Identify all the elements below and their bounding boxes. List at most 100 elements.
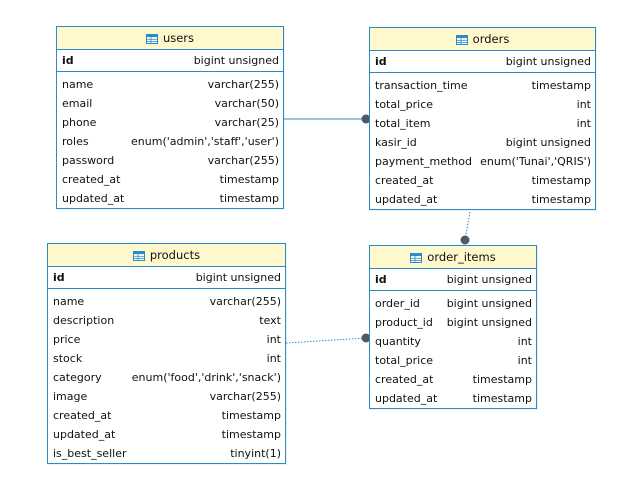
column-type: enum('Tunai','QRIS') — [480, 155, 591, 168]
column-name: quantity — [375, 335, 421, 348]
column-name: id — [375, 55, 387, 68]
column-type: timestamp — [472, 392, 532, 405]
column-type: int — [576, 98, 591, 111]
table-title: order_items — [427, 250, 496, 264]
column-row[interactable]: transaction_time timestamp — [370, 76, 595, 95]
table-header[interactable]: products — [48, 244, 285, 267]
column-type: bigint unsigned — [195, 271, 281, 284]
column-type: bigint unsigned — [505, 136, 591, 149]
column-row[interactable]: payment_method enum('Tunai','QRIS') — [370, 152, 595, 171]
table-header[interactable]: order_items — [370, 246, 536, 269]
table-title: users — [162, 31, 195, 45]
column-name: updated_at — [62, 192, 125, 205]
column-row[interactable]: created_at timestamp — [48, 406, 285, 425]
column-row[interactable]: email varchar(50) — [57, 94, 283, 113]
column-type: int — [576, 117, 591, 130]
column-row[interactable]: updated_at timestamp — [48, 425, 285, 444]
column-type: timestamp — [219, 192, 279, 205]
column-type: bigint unsigned — [446, 297, 532, 310]
column-name: password — [62, 154, 115, 167]
primary-key-row[interactable]: id bigint unsigned — [370, 51, 595, 73]
column-type: timestamp — [531, 79, 591, 92]
column-type: timestamp — [221, 409, 281, 422]
column-name: image — [53, 390, 88, 403]
column-row[interactable]: image varchar(255) — [48, 387, 285, 406]
column-name: email — [62, 97, 93, 110]
column-name: id — [375, 273, 387, 286]
table-icon — [410, 252, 423, 263]
table-header[interactable]: orders — [370, 28, 595, 51]
column-row[interactable]: description text — [48, 311, 285, 330]
column-name: kasir_id — [375, 136, 417, 149]
column-row[interactable]: created_at timestamp — [370, 171, 595, 190]
column-name: name — [62, 78, 94, 91]
primary-key-row[interactable]: id bigint unsigned — [48, 267, 285, 289]
column-row[interactable]: updated_at timestamp — [57, 189, 283, 208]
column-row[interactable]: kasir_id bigint unsigned — [370, 133, 595, 152]
column-name: total_price — [375, 354, 434, 367]
table-title: orders — [472, 32, 510, 46]
column-row[interactable]: total_item int — [370, 114, 595, 133]
column-name: payment_method — [375, 155, 472, 168]
column-name: id — [53, 271, 65, 284]
column-type: bigint unsigned — [193, 54, 279, 67]
column-type: timestamp — [472, 373, 532, 386]
column-type: timestamp — [221, 428, 281, 441]
relation-products-order-items-end — [361, 333, 371, 343]
column-row[interactable]: name varchar(255) — [57, 75, 283, 94]
column-name: transaction_time — [375, 79, 468, 92]
column-type: tinyint(1) — [230, 447, 281, 460]
column-row[interactable]: updated_at timestamp — [370, 389, 536, 408]
column-row[interactable]: roles enum('admin','staff','user') — [57, 132, 283, 151]
column-type: varchar(255) — [207, 78, 279, 91]
column-name: total_item — [375, 117, 431, 130]
column-name: roles — [62, 135, 89, 148]
column-name: created_at — [375, 174, 434, 187]
column-type: varchar(50) — [214, 97, 279, 110]
column-name: is_best_seller — [53, 447, 127, 460]
column-name: updated_at — [375, 193, 438, 206]
column-type: enum('admin','staff','user') — [131, 135, 279, 148]
primary-key-row[interactable]: id bigint unsigned — [57, 50, 283, 72]
column-name: order_id — [375, 297, 420, 310]
table-icon — [145, 33, 158, 44]
column-name: created_at — [62, 173, 121, 186]
column-name: updated_at — [53, 428, 116, 441]
column-row[interactable]: is_best_seller tinyint(1) — [48, 444, 285, 463]
column-type: timestamp — [531, 174, 591, 187]
column-type: varchar(255) — [209, 390, 281, 403]
table-users[interactable]: users id bigint unsigned name varchar(255) em… — [56, 26, 284, 209]
column-name: description — [53, 314, 115, 327]
column-name: price — [53, 333, 81, 346]
column-name: id — [62, 54, 74, 67]
column-type: int — [266, 352, 281, 365]
column-type: enum('food','drink','snack') — [131, 371, 281, 384]
column-name: created_at — [53, 409, 112, 422]
column-type: text — [259, 314, 281, 327]
column-type: varchar(255) — [209, 295, 281, 308]
column-row[interactable]: order_id bigint unsigned — [370, 294, 536, 313]
column-type: bigint unsigned — [505, 55, 591, 68]
table-icon — [455, 34, 468, 45]
table-header[interactable]: users — [57, 27, 283, 50]
column-name: updated_at — [375, 392, 438, 405]
